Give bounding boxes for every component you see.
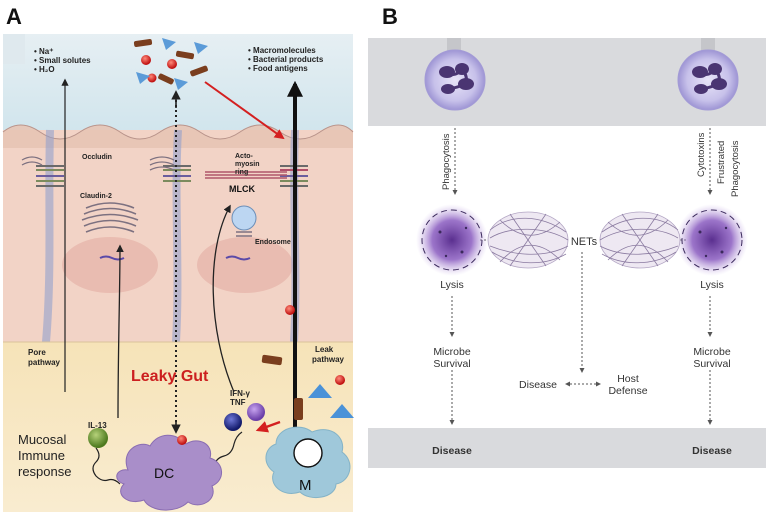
leaky-gut-label: Leaky Gut bbox=[131, 368, 209, 385]
top-right-label: • Macromolecules bbox=[248, 46, 316, 55]
macrophage-nucleus bbox=[293, 438, 323, 468]
pore-pathway-label: Pore bbox=[28, 348, 46, 357]
panel-b: B bbox=[368, 4, 766, 468]
luminal-particles bbox=[133, 38, 208, 90]
microbe-survival-left: Survival bbox=[433, 358, 470, 370]
il13-arrow bbox=[116, 244, 124, 419]
net-web-left bbox=[487, 211, 569, 269]
disease-center-label: Disease bbox=[519, 379, 557, 391]
dc-antigen bbox=[177, 435, 187, 445]
antigen-particle bbox=[330, 404, 354, 418]
actomyosin-ring bbox=[205, 171, 287, 179]
net-web-right bbox=[599, 211, 681, 269]
cell-nucleus bbox=[62, 237, 158, 293]
macrophage-label: M bbox=[299, 477, 312, 494]
dc-label: DC bbox=[154, 465, 174, 481]
host-defense-label: Host bbox=[617, 373, 639, 385]
panel-a: A bbox=[2, 4, 354, 512]
actomyosin-label: Acto- bbox=[235, 153, 254, 160]
pore-pathway-label: pathway bbox=[28, 358, 61, 367]
red-macrophage-arrow bbox=[255, 420, 281, 433]
actomyosin-label: myosin bbox=[235, 161, 260, 168]
dendritic-cell bbox=[116, 434, 222, 511]
lysis-left-label: Lysis bbox=[440, 279, 464, 291]
phagocytosis-label: Phagocytosis bbox=[441, 133, 452, 190]
mucosal-immune-label: response bbox=[18, 464, 71, 479]
lysis-right-label: Lysis bbox=[700, 279, 724, 291]
golgi-small bbox=[21, 156, 175, 171]
top-left-label: • H₂O bbox=[34, 65, 55, 74]
il13-cytokine bbox=[88, 428, 108, 448]
bottom-band bbox=[368, 428, 766, 468]
il13-label: IL-13 bbox=[88, 421, 107, 430]
host-defense-label: Defense bbox=[608, 385, 647, 397]
claudin-label: Claudin-2 bbox=[80, 193, 112, 200]
frustrated-label: Phagocytosis bbox=[730, 140, 741, 197]
mucosal-immune-label: Immune bbox=[18, 448, 65, 463]
signal-squiggle bbox=[92, 447, 121, 485]
lysed-cell-right bbox=[676, 204, 748, 276]
panel-b-labels: Phagocytosis Cytotoxins Frustrated Phago… bbox=[432, 132, 741, 457]
endosome-vesicle bbox=[231, 205, 257, 231]
red-entry-arrow bbox=[204, 81, 285, 140]
actomyosin-label: ring bbox=[235, 169, 248, 176]
tnf-cytokine bbox=[247, 403, 265, 421]
disease-left-label: Disease bbox=[432, 445, 472, 457]
mlck-label: MLCK bbox=[229, 184, 255, 194]
cell-nucleus bbox=[197, 237, 293, 293]
panel-a-letter: A bbox=[6, 4, 22, 29]
antigen-particle bbox=[308, 384, 332, 398]
microbe-survival-right: Microbe bbox=[693, 346, 731, 358]
microbe-survival-right: Survival bbox=[693, 358, 730, 370]
top-left-label: • Na⁺ bbox=[34, 47, 53, 56]
top-left-label: • Small solutes bbox=[34, 56, 91, 65]
dna-squiggle bbox=[225, 255, 251, 261]
neutrophil-left bbox=[424, 49, 486, 111]
panel-b-letter: B bbox=[382, 4, 398, 29]
occludin-label: Occludin bbox=[82, 154, 112, 161]
microbe-survival-left: Microbe bbox=[433, 346, 471, 358]
antigen-particle bbox=[294, 398, 303, 420]
leak-pathway-label: pathway bbox=[312, 355, 345, 364]
cell-border bbox=[42, 129, 54, 343]
golgi-apparatus bbox=[81, 202, 139, 233]
disease-right-label: Disease bbox=[692, 445, 732, 457]
cytokine-arrow bbox=[212, 204, 235, 393]
lysed-cell-left bbox=[416, 204, 488, 276]
tnf-label: TNF bbox=[230, 398, 246, 407]
endosome-label: Endosome bbox=[255, 239, 291, 246]
nets-label: NETs bbox=[571, 236, 598, 248]
lumen-corner-patch bbox=[3, 34, 25, 64]
antigen-particle bbox=[335, 375, 345, 385]
ifn-label: IFN-γ bbox=[230, 389, 251, 398]
frustrated-label: Frustrated bbox=[716, 141, 727, 184]
antigen-particle bbox=[261, 354, 283, 366]
neutrophil-right bbox=[677, 49, 739, 111]
top-right-label: • Food antigens bbox=[248, 64, 308, 73]
top-right-label: • Bacterial products bbox=[248, 55, 324, 64]
mucosal-immune-label: Mucosal bbox=[18, 432, 67, 447]
cytotoxins-label: Cytotoxins bbox=[696, 132, 707, 177]
leak-pathway-label: Leak bbox=[315, 345, 334, 354]
antigen-particle bbox=[285, 305, 295, 315]
ifn-cytokine bbox=[224, 413, 242, 431]
panel-a-labels: • Na⁺ • Small solutes • H₂O • Macromolec… bbox=[18, 46, 345, 494]
